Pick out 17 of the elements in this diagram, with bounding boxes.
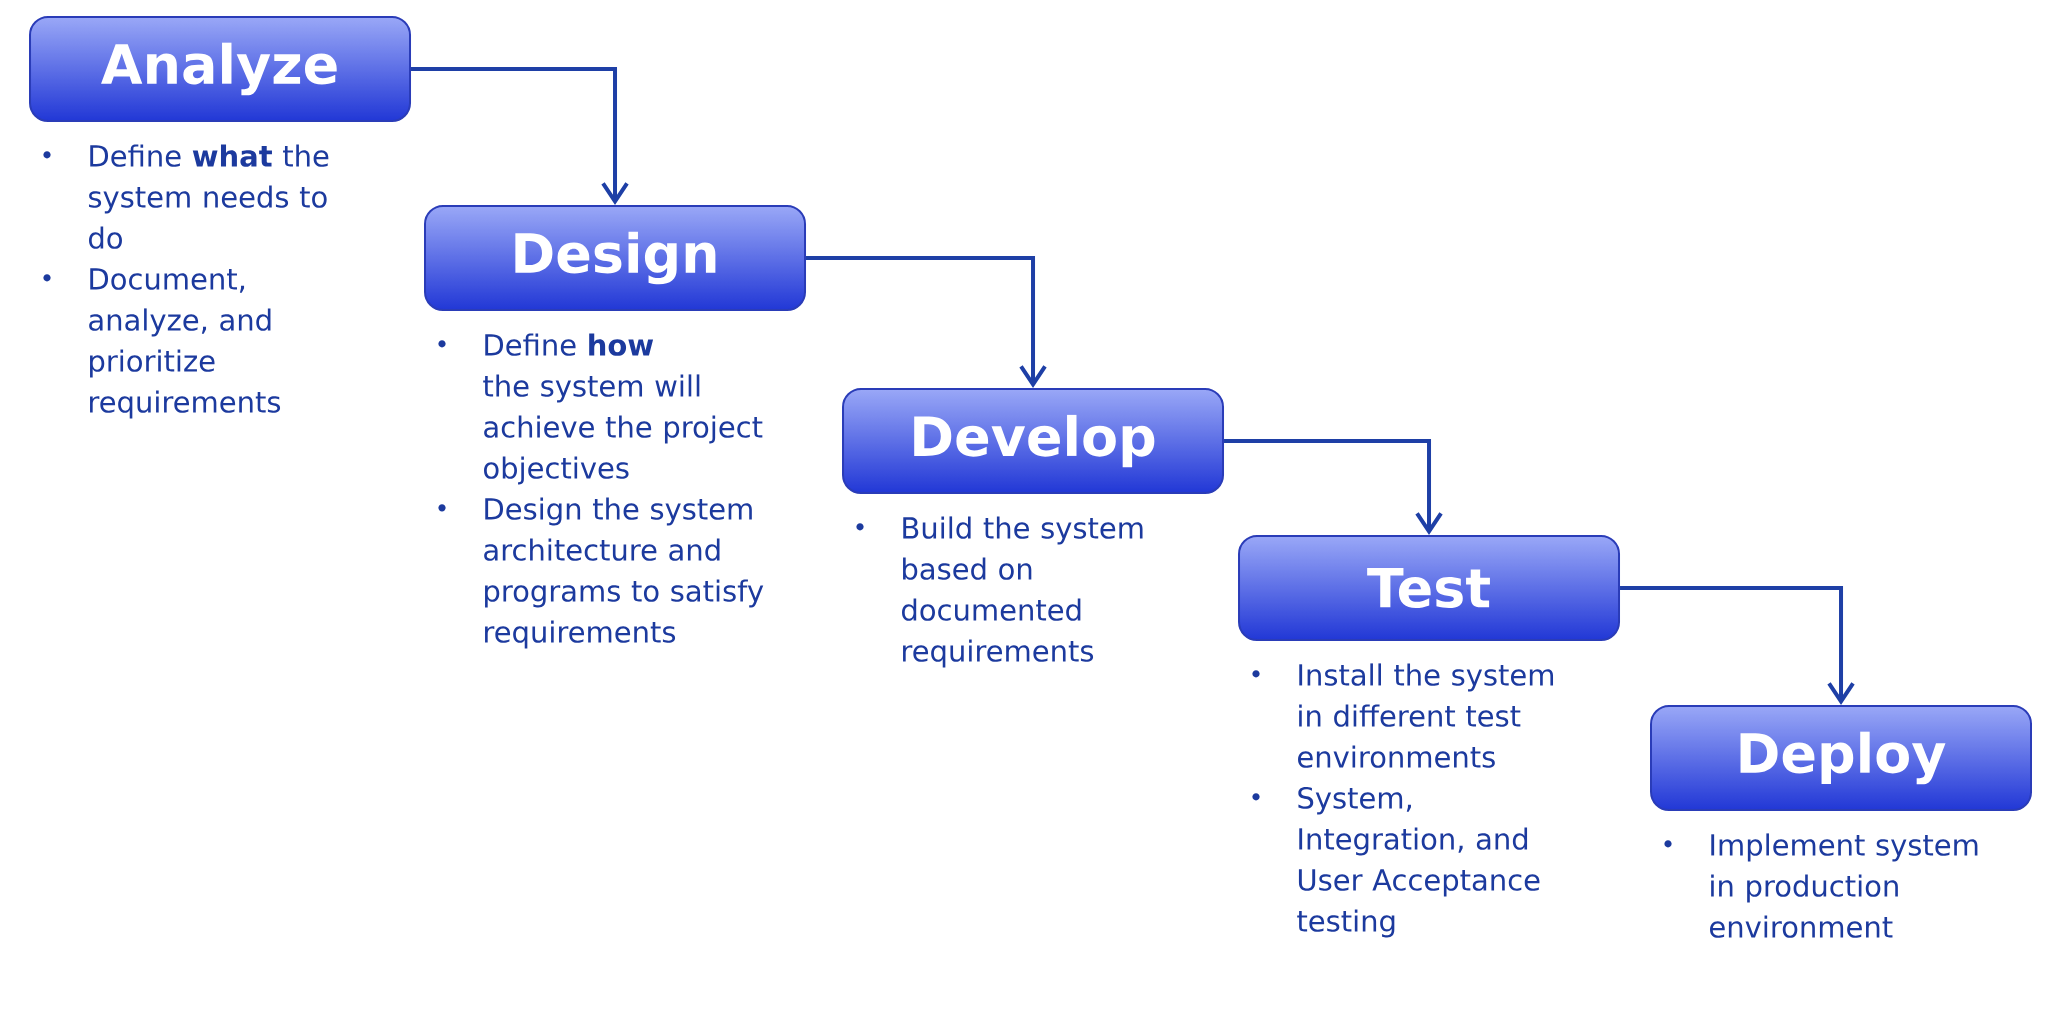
bullet-text: Implement system in production environment xyxy=(1710,833,1978,938)
bullet-text: Define what the system needs to do xyxy=(89,144,329,249)
bullet-text: System, Integration, and User Acceptance testing xyxy=(1297,786,1540,938)
step-box: Test xyxy=(1238,535,1620,641)
bullet-text: Install the system in different test environments xyxy=(1298,663,1553,768)
step-box: Deploy xyxy=(1650,705,2032,811)
bullet-text: Build the system based on documented requirements xyxy=(902,516,1143,668)
bullet-text: Define how the system will achieve the project objectives xyxy=(483,333,763,485)
step-box: Design xyxy=(424,205,806,311)
arrow xyxy=(1620,586,1855,705)
arrow xyxy=(1224,439,1443,535)
step-box: Develop xyxy=(842,388,1224,494)
bullet-text: Document, analyze, and prioritize requirements xyxy=(89,268,281,419)
bullet-text: Design the system architecture and programs to satisfy requirements xyxy=(484,497,764,649)
step-box: Analyze xyxy=(29,16,411,122)
arrow xyxy=(806,256,1047,388)
arrow xyxy=(411,67,629,205)
